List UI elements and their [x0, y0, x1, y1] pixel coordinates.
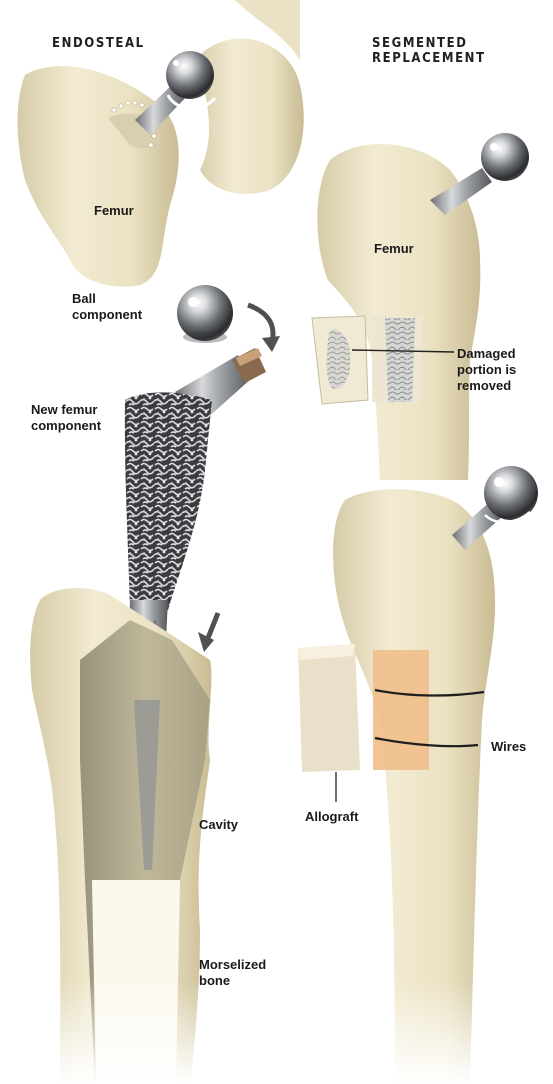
label-ball-component: Ball component: [72, 291, 142, 323]
heading-segmented-line2: REPLACEMENT: [372, 51, 486, 66]
label-damaged-portion-line1: Damaged: [457, 346, 516, 362]
label-damaged-portion: Damaged portion is removed: [457, 346, 516, 394]
label-new-femur-component-line2: component: [31, 418, 101, 434]
label-ball-component-line2: component: [72, 307, 142, 323]
label-cavity: Cavity: [199, 817, 238, 833]
heading-endosteal: ENDOSTEAL: [52, 36, 145, 51]
label-damaged-portion-line3: removed: [457, 378, 516, 394]
label-allograft: Allograft: [305, 809, 358, 825]
label-femur-right: Femur: [374, 241, 414, 257]
left-bottom-femur-illustration: [0, 588, 260, 1084]
right-bottom-femur-illustration: [298, 466, 553, 1084]
heading-segmented-line1: SEGMENTED: [372, 36, 486, 51]
label-morselized-bone: Morselized bone: [199, 957, 266, 989]
ball-component-illustration: [177, 285, 233, 343]
label-ball-component-line1: Ball: [72, 291, 142, 307]
label-new-femur-component: New femur component: [31, 402, 101, 434]
label-morselized-bone-line1: Morselized: [199, 957, 266, 973]
down-arrow-icon: [198, 613, 218, 652]
curved-arrow-icon: [248, 305, 280, 352]
right-top-femur-illustration: [312, 133, 529, 480]
label-morselized-bone-line2: bone: [199, 973, 266, 989]
label-femur-left: Femur: [94, 203, 134, 219]
heading-segmented-replacement: SEGMENTED REPLACEMENT: [372, 36, 486, 66]
label-wires: Wires: [491, 739, 526, 755]
label-new-femur-component-line1: New femur: [31, 402, 101, 418]
label-damaged-portion-line2: portion is: [457, 362, 516, 378]
